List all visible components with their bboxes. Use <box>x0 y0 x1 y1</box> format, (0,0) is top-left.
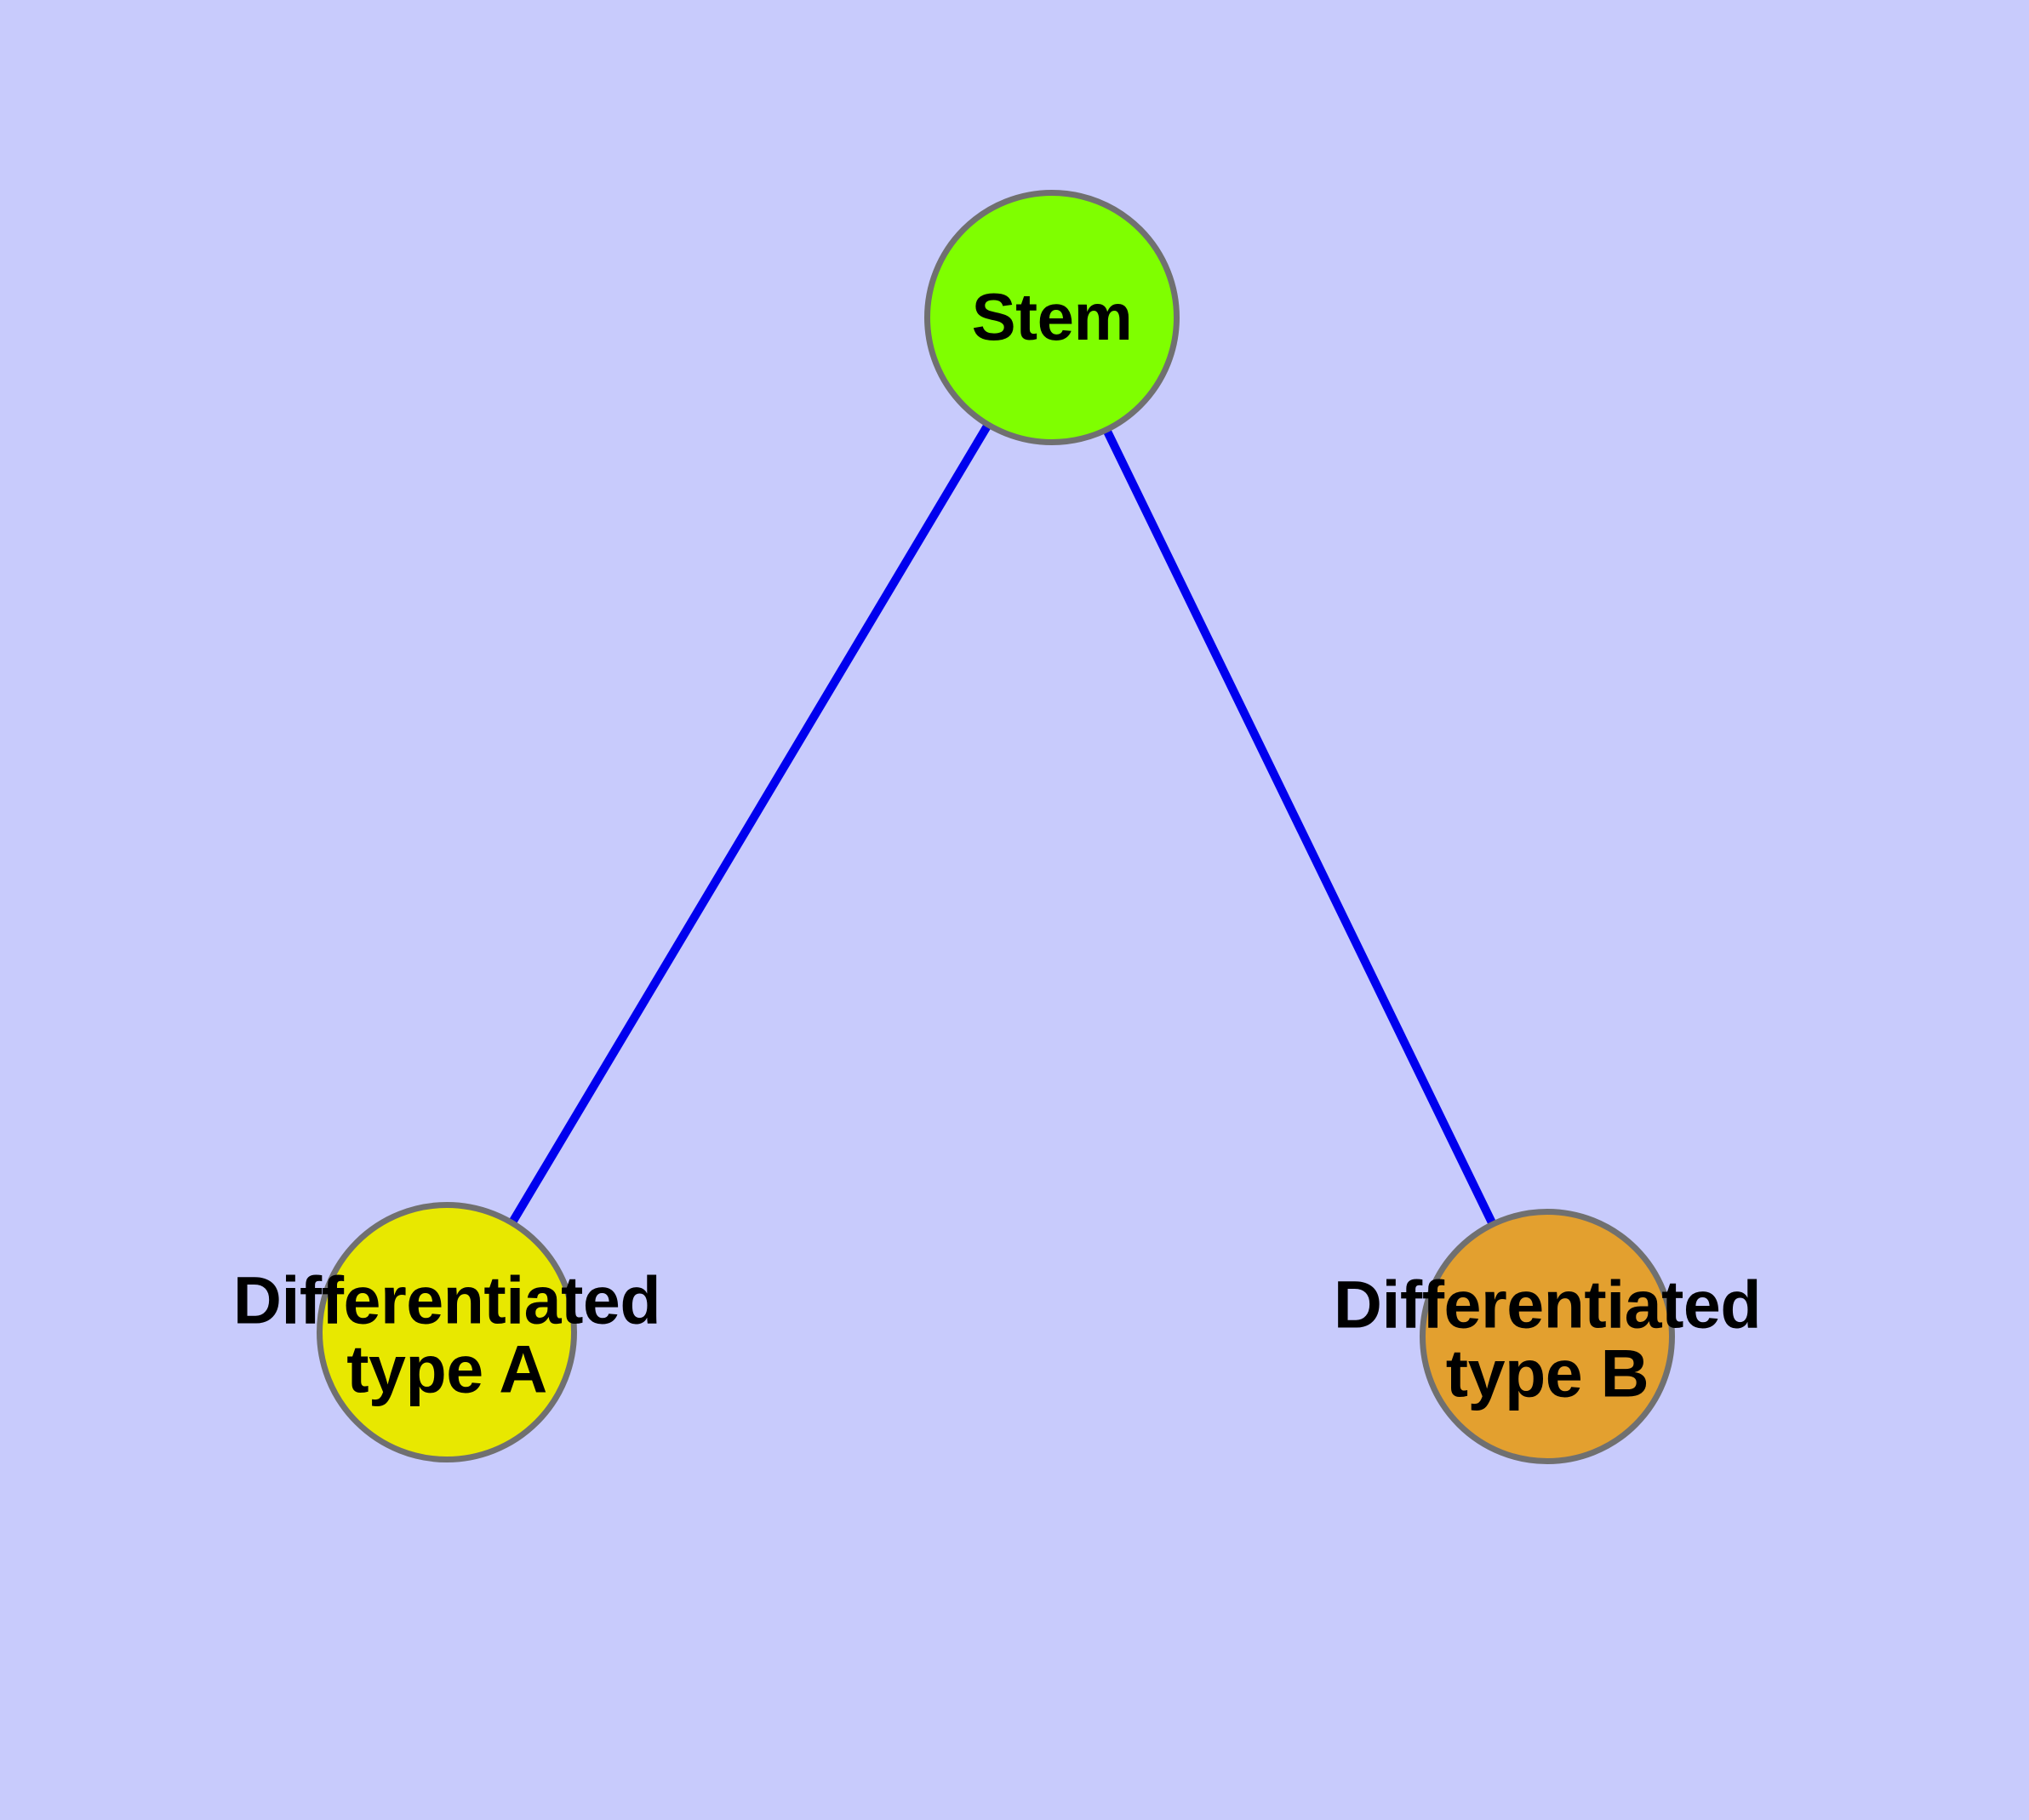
edge-stem-to-differentiated-type-b[interactable] <box>1048 315 1552 1339</box>
edge-layer <box>443 315 1552 1339</box>
edge-stem-to-differentiated-type-a[interactable] <box>443 315 1056 1335</box>
node-differentiated-type-a[interactable] <box>317 1202 577 1462</box>
node-stem[interactable] <box>924 190 1180 445</box>
node-layer <box>317 190 1675 1464</box>
node-differentiated-type-b[interactable] <box>1420 1209 1675 1464</box>
